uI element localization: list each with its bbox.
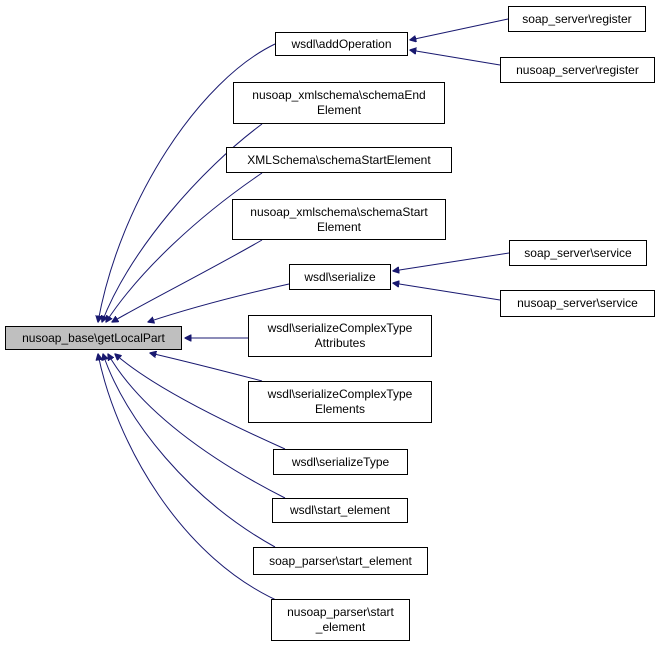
edge-soapServerRegister-to-addOperation bbox=[410, 18, 509, 40]
root-node-label: nusoap_base\getLocalPart bbox=[22, 330, 165, 345]
node-nusoap-xmlschema-schemaEndElement[interactable]: nusoap_xmlschema\schemaEnd Element bbox=[233, 82, 445, 124]
root-node-getLocalPart: nusoap_base\getLocalPart bbox=[5, 326, 182, 350]
node-label: nusoap_server\register bbox=[516, 62, 639, 77]
node-label: wsdl\serializeType bbox=[291, 454, 390, 469]
edge-soapServerService-to-serialize bbox=[393, 252, 510, 271]
edge-XMLSchemaStart-to-root bbox=[106, 172, 263, 322]
node-nusoap-server-service[interactable]: nusoap_server\service bbox=[500, 290, 655, 317]
node-label-line-1: nusoap_parser\start bbox=[287, 605, 394, 619]
node-label-line-1: wsdl\serializeComplexType bbox=[267, 321, 413, 335]
node-label-line-1: nusoap_xmlschema\schemaEnd bbox=[252, 88, 426, 102]
node-nusoap-xmlschema-schemaStartElement[interactable]: nusoap_xmlschema\schemaStart Element bbox=[232, 199, 446, 240]
node-wsdl-serializeComplexTypeElements[interactable]: wsdl\serializeComplexType Elements bbox=[248, 381, 432, 423]
edge-soapParserStart-to-root bbox=[103, 354, 276, 548]
edge-schemaStartElement-to-root bbox=[112, 239, 263, 322]
node-label: soap_server\service bbox=[524, 245, 632, 260]
node-label-line-2: Attributes bbox=[314, 336, 366, 350]
edge-sctElements-to-root bbox=[150, 353, 263, 382]
node-nusoap-server-register[interactable]: nusoap_server\register bbox=[500, 57, 655, 83]
node-label: soap_parser\start_element bbox=[269, 553, 412, 568]
node-soap-server-service[interactable]: soap_server\service bbox=[509, 240, 647, 266]
node-label: wsdl\serialize bbox=[304, 269, 376, 284]
node-wsdl-serializeType[interactable]: wsdl\serializeType bbox=[273, 449, 408, 475]
node-label: soap_server\register bbox=[522, 11, 632, 26]
edge-nusoapServerService-to-serialize bbox=[393, 283, 501, 301]
node-label-line-2: Elements bbox=[314, 402, 365, 416]
node-label-line-1: wsdl\serializeComplexType bbox=[267, 387, 413, 401]
node-label: wsdl\addOperation bbox=[291, 36, 392, 51]
edge-serialize-to-root bbox=[148, 283, 290, 322]
node-soap-server-register[interactable]: soap_server\register bbox=[508, 6, 646, 32]
node-label-line-2: _element bbox=[315, 620, 366, 634]
edge-schemaEndElement-to-root bbox=[102, 123, 263, 322]
node-XMLSchema-schemaStartElement[interactable]: XMLSchema\schemaStartElement bbox=[226, 147, 452, 173]
node-label-line-1: nusoap_xmlschema\schemaStart bbox=[250, 204, 428, 219]
node-wsdl-addOperation[interactable]: wsdl\addOperation bbox=[275, 32, 408, 56]
node-label: XMLSchema\schemaStartElement bbox=[247, 152, 431, 167]
node-label-line-2: Element bbox=[316, 103, 362, 117]
edge-startElement-to-root bbox=[108, 354, 286, 499]
node-wsdl-serialize[interactable]: wsdl\serialize bbox=[289, 264, 391, 290]
edge-addOperation-to-root bbox=[98, 43, 276, 322]
edge-nusoapParserStart-to-root bbox=[98, 354, 286, 605]
edge-nusoapServerRegister-to-addOperation bbox=[410, 50, 501, 66]
node-wsdl-serializeComplexTypeAttributes[interactable]: wsdl\serializeComplexType Attributes bbox=[248, 315, 432, 357]
edge-serializeType-to-root bbox=[115, 354, 286, 450]
node-soap-parser-start-element[interactable]: soap_parser\start_element bbox=[253, 547, 428, 575]
node-label-line-2: Element bbox=[316, 219, 361, 234]
node-nusoap-parser-start-element[interactable]: nusoap_parser\start _element bbox=[271, 599, 410, 641]
node-wsdl-start-element[interactable]: wsdl\start_element bbox=[272, 498, 408, 523]
edges-group bbox=[98, 18, 510, 605]
node-label: wsdl\start_element bbox=[289, 503, 391, 517]
node-label: nusoap_server\service bbox=[517, 296, 638, 310]
